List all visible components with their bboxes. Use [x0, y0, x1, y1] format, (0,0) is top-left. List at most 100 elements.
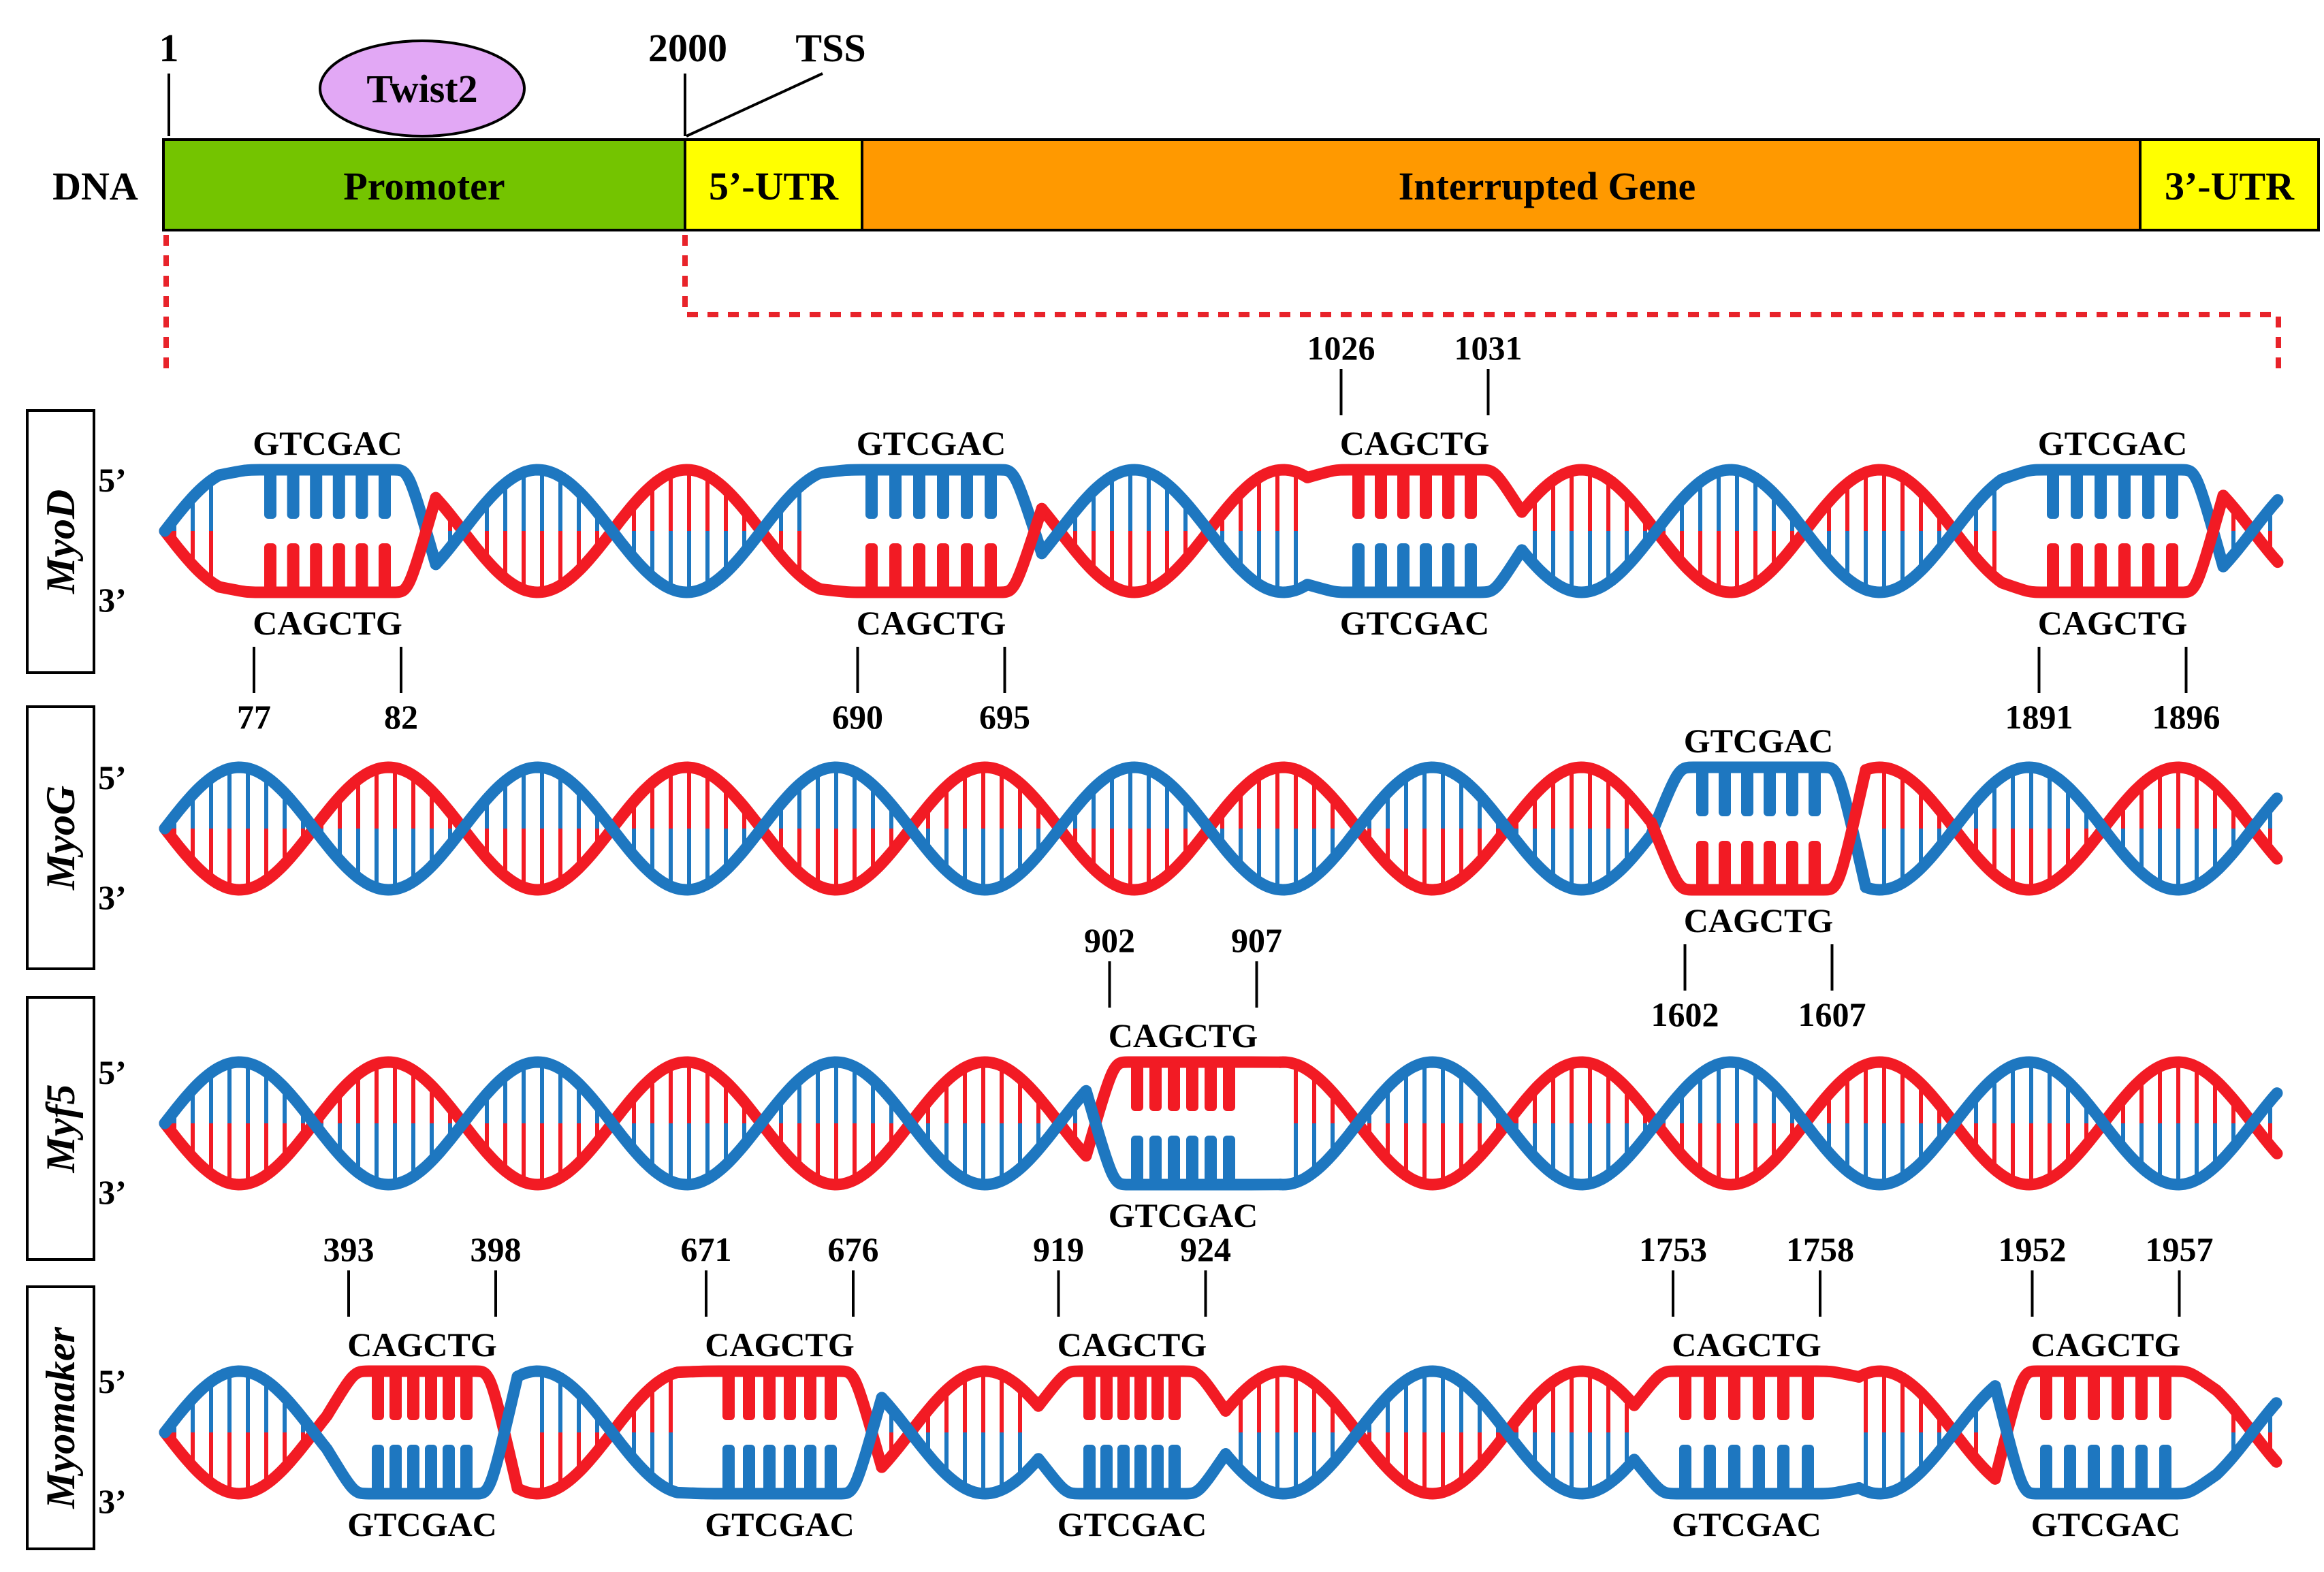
site-top-base [1117, 1371, 1130, 1420]
site-bottom-base [1117, 1445, 1130, 1494]
site-start-position: 1753 [1639, 1230, 1707, 1268]
twist2-factor [319, 39, 526, 138]
base-pair-rungs [172, 767, 2272, 890]
site-top-base [985, 470, 997, 519]
site-top-base [763, 1371, 776, 1420]
site-end-position: 1957 [2146, 1230, 2214, 1268]
site-bottom-strand [1989, 1380, 2223, 1500]
site-bottom-base [2088, 1445, 2100, 1494]
site-bottom-base [1802, 1445, 1814, 1494]
site-top-base [743, 1371, 755, 1420]
site-bottom-base [784, 1445, 796, 1494]
site-top-base [1753, 1371, 1765, 1420]
gene-name-label: MyoD [38, 490, 83, 594]
site-bottom-base [389, 1445, 402, 1494]
site-bottom-base [287, 543, 300, 592]
site-bottom-base [722, 1445, 735, 1494]
strand-blue [159, 469, 225, 537]
site-bottom-base [310, 543, 323, 592]
site-bottom-base [1100, 1445, 1113, 1494]
site-end-position: 398 [471, 1230, 522, 1268]
site-start-position: 690 [832, 698, 883, 736]
strand-red [2210, 1384, 2282, 1468]
site-bottom-base [2095, 543, 2107, 592]
site-start-position: 902 [1084, 921, 1135, 959]
site-top-base [1134, 1371, 1147, 1420]
site-top-strand [671, 1365, 888, 1473]
strand-red [1516, 464, 2007, 598]
site-bottom-sequence: CAGCTG [857, 604, 1006, 642]
site-top-base [2159, 1371, 2171, 1420]
site-bottom-base [2047, 543, 2059, 592]
site-bottom-base [407, 1445, 419, 1494]
site-bottom-base [1809, 841, 1821, 890]
site-top-base [1465, 470, 1477, 519]
site-bottom-strand [1996, 490, 2229, 598]
five-prime-label: 5’ [98, 1362, 127, 1400]
site-bottom-base [825, 1445, 837, 1494]
site-top-base [913, 470, 925, 519]
site-bottom-base [865, 543, 878, 592]
site-bottom-strand [1645, 764, 1872, 896]
site-bottom-base [443, 1445, 455, 1494]
site-bottom-base [264, 543, 276, 592]
helix-strands [159, 1365, 2282, 1500]
site-bottom-base [2159, 1445, 2171, 1494]
site-bottom-base [1777, 1445, 1789, 1494]
strand-red [430, 464, 826, 598]
site-bottom-sequence: CAGCTG [1684, 901, 1833, 940]
site-end-position: 676 [828, 1230, 879, 1268]
site-top-base [1397, 470, 1410, 519]
segment-5utr [684, 138, 863, 231]
gene-name-box [26, 996, 95, 1261]
strand-red [159, 525, 225, 593]
site-bottom-base [332, 543, 345, 592]
strand-blue [1036, 464, 1312, 598]
helix-strands [159, 761, 2283, 896]
site-top-base [1728, 1371, 1740, 1420]
site-top-base [1151, 1371, 1164, 1420]
site-bottom-base [1151, 1445, 1164, 1494]
site-top-base [355, 470, 368, 519]
site-bottom-base [1728, 1445, 1740, 1494]
promoter-end-label: 2000 [648, 26, 727, 70]
site-top-base [1809, 767, 1821, 816]
site-bottom-base [1131, 1136, 1143, 1185]
strand-blue [430, 464, 826, 598]
site-bottom-base [1741, 841, 1753, 890]
site-bottom-base [1134, 1445, 1147, 1494]
site-bottom-base [425, 1445, 437, 1494]
site-top-base [1131, 1062, 1143, 1111]
site-top-base [2040, 1371, 2052, 1420]
site-bottom-sequence: CAGCTG [2038, 604, 2187, 642]
site-top-base [379, 470, 391, 519]
site-bottom-base [2071, 543, 2083, 592]
site-top-base [460, 1371, 473, 1420]
expansion-dashes [163, 235, 2281, 371]
site-top-strand [213, 464, 442, 571]
site-bottom-base [2135, 1445, 2148, 1494]
strand-blue [159, 1056, 1092, 1191]
site-top-base [1442, 470, 1454, 519]
site-bottom-sequence: GTCGAC [1109, 1196, 1258, 1234]
site-top-base [372, 1371, 384, 1420]
site-bottom-base [1186, 1136, 1198, 1185]
site-end-position: 1031 [1454, 329, 1523, 367]
site-bottom-sequence: GTCGAC [2031, 1505, 2180, 1543]
strand-red [159, 1411, 332, 1500]
site-bottom-sequence: GTCGAC [347, 1505, 496, 1543]
site-bottom-base [1168, 1136, 1180, 1185]
site-top-base [443, 1371, 455, 1420]
site-start-position: 1026 [1307, 329, 1375, 367]
site-bottom-base [372, 1445, 384, 1494]
site-end-position: 907 [1231, 921, 1282, 959]
site-end-position: 924 [1180, 1230, 1231, 1268]
